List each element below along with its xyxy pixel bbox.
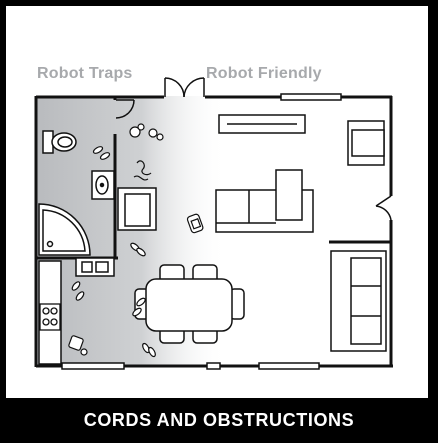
floor-plan	[34, 77, 393, 370]
dining-set	[134, 264, 245, 344]
lounge-sofa	[330, 250, 387, 352]
caption-title: CORDS AND OBSTRUCTIONS	[83, 410, 355, 430]
windows	[61, 93, 342, 370]
corner-shower	[38, 203, 91, 256]
shoes-icon	[142, 342, 156, 358]
tv-console	[218, 114, 306, 134]
shoes-icon	[132, 297, 146, 317]
shoes-icon	[130, 242, 146, 257]
stove	[39, 303, 61, 331]
toy-icon	[68, 335, 88, 356]
bathroom-sink	[91, 170, 115, 200]
shoes-icon	[92, 146, 111, 160]
backpack-icon	[186, 213, 204, 234]
robot-traps-label: Robot Traps	[37, 65, 133, 82]
armchair	[117, 187, 157, 231]
toy-icon	[129, 123, 164, 141]
living-armchair	[347, 120, 385, 166]
shoes-icon	[71, 281, 85, 301]
bathroom-door	[115, 99, 135, 119]
front-door	[164, 77, 205, 98]
floor-plan-frame: Robot Traps Robot Friendly	[6, 6, 428, 398]
robot-friendly-label: Robot Friendly	[206, 65, 322, 82]
cord-icon	[133, 160, 152, 181]
side-door	[375, 195, 392, 221]
toilet	[42, 130, 77, 154]
sofa	[215, 169, 314, 233]
obstructions	[68, 123, 204, 358]
